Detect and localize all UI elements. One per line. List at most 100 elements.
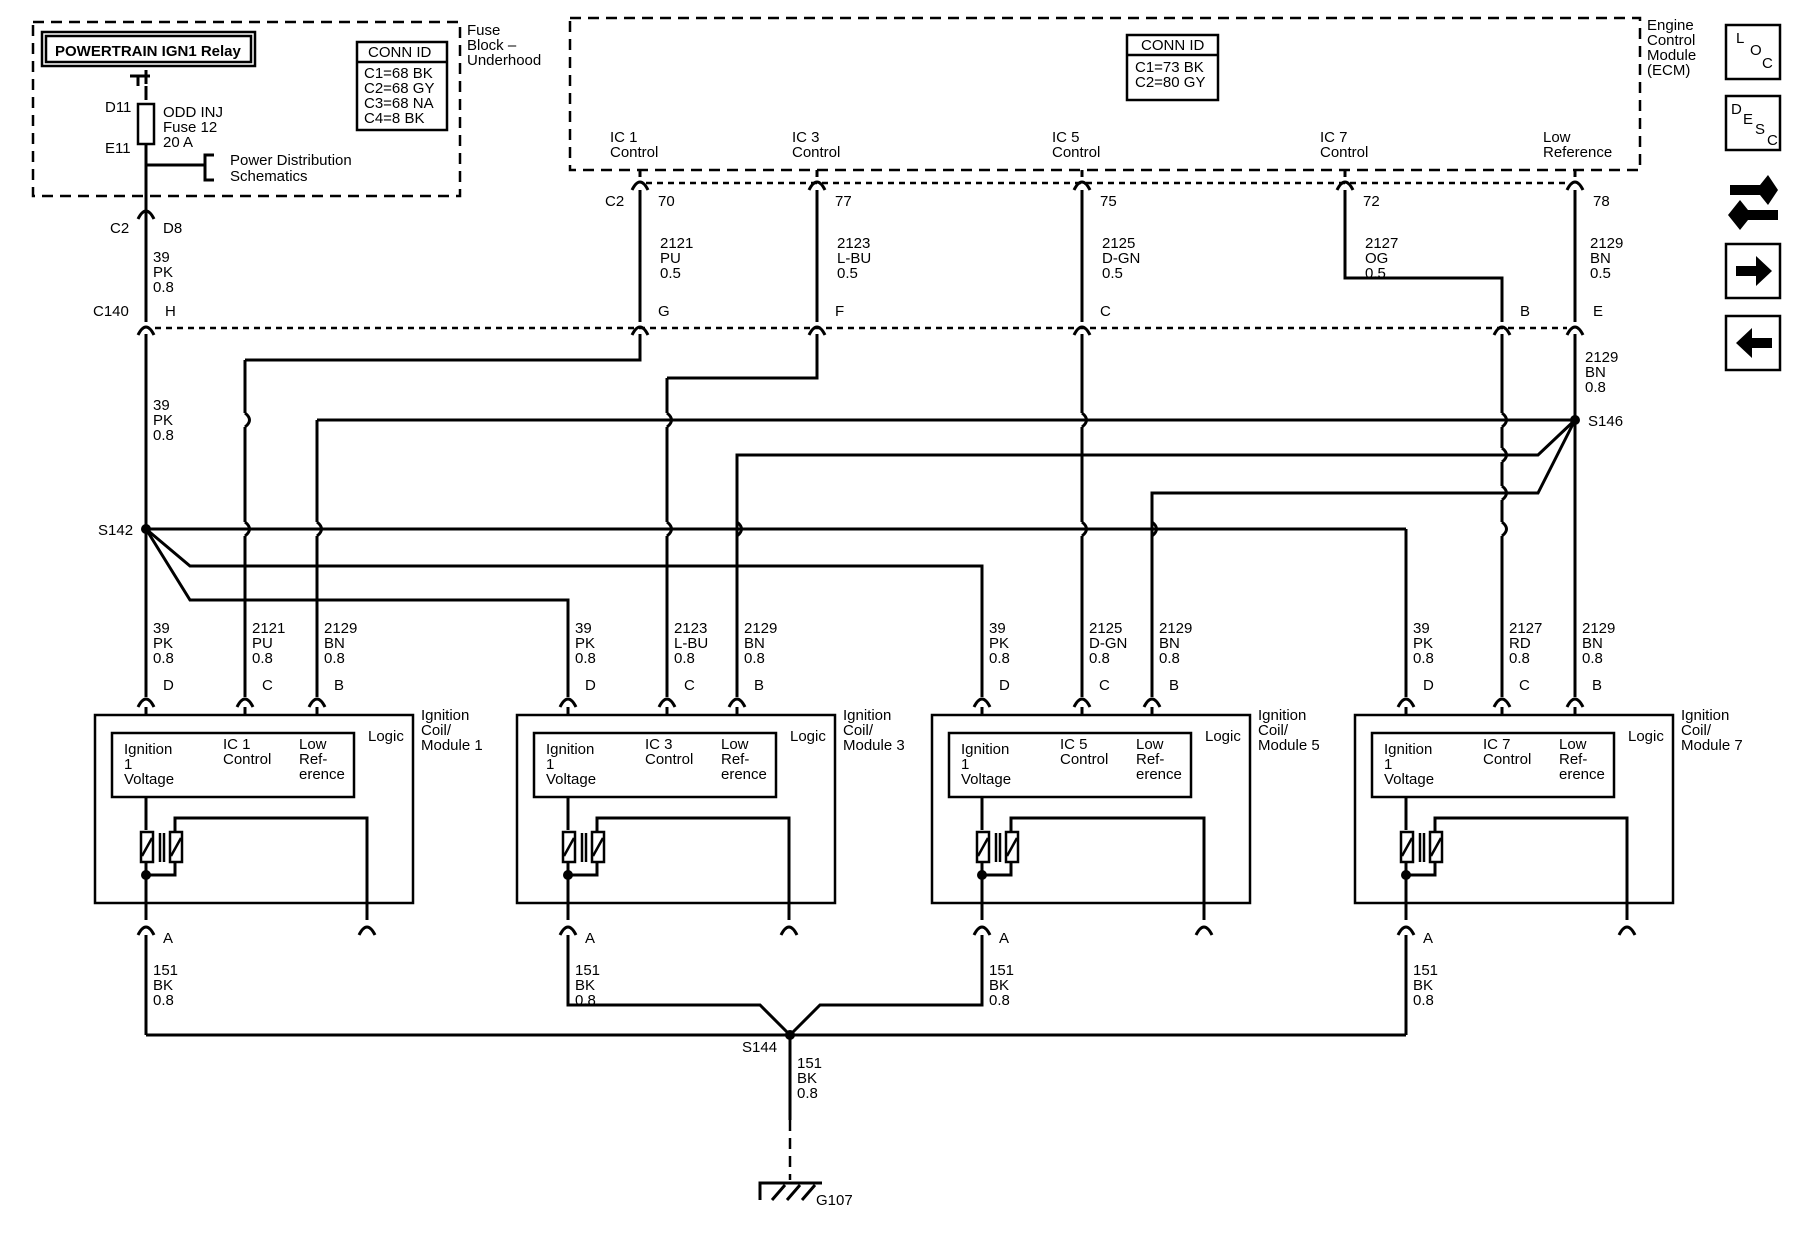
- ground-wire-label: 0.8: [153, 992, 174, 1009]
- winding-link: [1406, 862, 1437, 877]
- spark-output: [1433, 816, 1629, 920]
- coil-wire-b-label: 0.8: [1582, 650, 1603, 667]
- ground-wire-label: 0.8: [989, 992, 1010, 1009]
- next-page-button[interactable]: [1724, 242, 1782, 300]
- coil-wire-d-label: 0.8: [575, 650, 596, 667]
- c140-pin-label: E: [1593, 303, 1603, 320]
- ignition-voltage-label: Voltage: [124, 771, 174, 788]
- feed-wire2-label: 0.8: [153, 427, 174, 444]
- fuse-conn-id-title: CONN ID: [368, 44, 432, 61]
- arrow-shape: [1730, 175, 1778, 205]
- spark-plug-output: [357, 925, 377, 936]
- spark-output: [595, 816, 791, 920]
- ecm-pin-number: 77: [835, 193, 852, 210]
- coil-wire-d-label: 39: [575, 620, 592, 637]
- lowref-coil5: [1150, 419, 1577, 690]
- coil-wire-d-label: PK: [1413, 635, 1433, 652]
- power-dist-label: Schematics: [230, 168, 308, 185]
- logic-inner-box: [947, 731, 1193, 799]
- coil-pin-a-label: A: [585, 930, 595, 947]
- coil-label: Ignition: [843, 707, 891, 724]
- ecm-wire-label: BN: [1590, 250, 1611, 267]
- low-reference-label: Low: [299, 736, 327, 753]
- ignition-voltage-label: Voltage: [961, 771, 1011, 788]
- ecm-wire-label: 0.5: [1590, 265, 1611, 282]
- coil-control-label: Control: [223, 751, 271, 768]
- relay-title: POWERTRAIN IGN1 Relay: [55, 43, 242, 60]
- winding-link: [982, 862, 1013, 877]
- coil-pin-label: C: [1519, 677, 1530, 694]
- ignition-voltage-label: Ignition: [961, 741, 1009, 758]
- loc-button[interactable]: [1724, 23, 1782, 81]
- fuse-label: 20 A: [163, 134, 193, 151]
- wire-lines: [31, 16, 1675, 1201]
- coil-pin: [657, 697, 677, 708]
- fuse-block-outline: [31, 20, 462, 198]
- desc-button[interactable]: [1724, 94, 1782, 152]
- wiring-nav-icon[interactable]: [1728, 175, 1778, 230]
- ecm-wire-label: PU: [660, 250, 681, 267]
- ecm-wire-label: 2123: [837, 235, 870, 252]
- coil-wire-c-label: 0.8: [674, 650, 695, 667]
- coil-label: Coil/: [1258, 722, 1289, 739]
- g107-label: G107: [816, 1192, 853, 1209]
- coil-pin-a-label: A: [999, 930, 1009, 947]
- feed-wire2-label: 39: [153, 397, 170, 414]
- coil-wire-b-label: 2129: [1159, 620, 1192, 637]
- c140-pin-B: [1492, 325, 1512, 336]
- ecm-label: Module: [1647, 47, 1696, 64]
- coil-wire-c-label: D-GN: [1089, 635, 1127, 652]
- logic-label: Logic: [790, 728, 826, 745]
- desc-letter: C: [1767, 132, 1778, 149]
- coil-pin: [1396, 697, 1416, 708]
- ecm-pin-name: Control: [792, 144, 840, 161]
- c140-pin-label: G: [658, 303, 670, 320]
- coil-label: Module 3: [843, 737, 905, 754]
- coil-pin-label: B: [334, 677, 344, 694]
- lowref-wire-label: 2129: [1585, 349, 1618, 366]
- loc-letter: C: [1762, 55, 1773, 72]
- logic-label: Logic: [1205, 728, 1241, 745]
- coil-pin-label: C: [1099, 677, 1110, 694]
- coil-pin: [972, 697, 992, 708]
- coil-pin-a-label: A: [1423, 930, 1433, 947]
- coil-wire-b-label: BN: [1582, 635, 1603, 652]
- c140-pin-label: H: [165, 303, 176, 320]
- ecm-pin-75: [1072, 180, 1092, 191]
- coil-pin: [307, 697, 327, 708]
- wire-crossover: [736, 520, 743, 538]
- coil-control-label: Control: [1483, 751, 1531, 768]
- ignition-voltage-label: Voltage: [1384, 771, 1434, 788]
- spark-plug-output: [1617, 925, 1637, 936]
- wire-crossover: [666, 411, 673, 429]
- coil-pin-a: [558, 925, 578, 936]
- c140-pin-label: F: [835, 303, 844, 320]
- wire-crossover: [316, 520, 323, 538]
- coil-wire-b-label: 0.8: [324, 650, 345, 667]
- c140-pin-label: B: [1520, 303, 1530, 320]
- coil-label: Ignition: [1258, 707, 1306, 724]
- fuse-block-label: Fuse: [467, 22, 500, 39]
- coil-wire-b-label: 2129: [1582, 620, 1615, 637]
- previous-page-button[interactable]: [1724, 314, 1782, 372]
- ic3-control-wire: [667, 334, 819, 380]
- winding-mark: [562, 837, 576, 857]
- coil-wire-b-label: BN: [1159, 635, 1180, 652]
- ground-wire-label: 0.8: [797, 1085, 818, 1102]
- low-reference-label: erence: [299, 766, 345, 783]
- ecm-label: (ECM): [1647, 62, 1690, 79]
- coil-wire-c-label: 2127: [1509, 620, 1542, 637]
- s142-label: S142: [98, 522, 133, 539]
- wire-crossover: [1081, 411, 1088, 429]
- coil-control-label: Control: [1060, 751, 1108, 768]
- ignition-voltage-label: 1: [961, 756, 969, 773]
- arrow-shape: [1728, 200, 1778, 230]
- ground-wire-coil3: [566, 935, 792, 1037]
- loc-letter: L: [1736, 30, 1744, 47]
- coil-control-label: IC 5: [1060, 736, 1088, 753]
- spark-output: [173, 816, 369, 920]
- winding-mark: [169, 837, 183, 857]
- coil-pin-label: C: [684, 677, 695, 694]
- ecm-pin-77: [807, 180, 827, 191]
- c2-d8-connector: [136, 209, 156, 220]
